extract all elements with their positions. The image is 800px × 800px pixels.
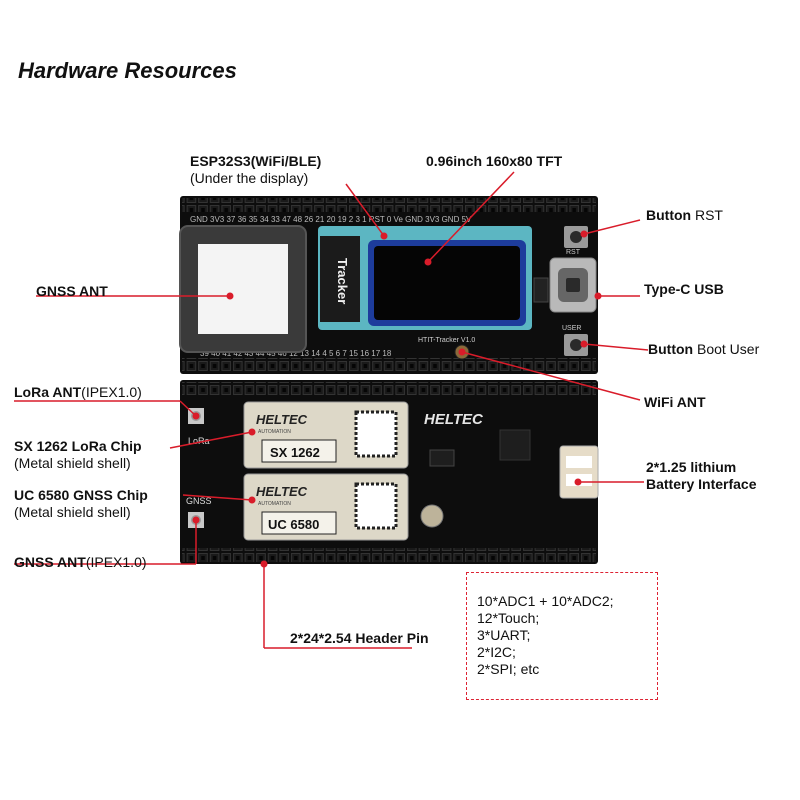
upper-pin-row-top	[182, 198, 596, 212]
battery-connector	[559, 445, 599, 499]
buzzer-pad	[420, 504, 444, 528]
svg-text:HELTEC: HELTEC	[256, 484, 308, 499]
tft-label: 0.96inch 160x80 TFT	[426, 153, 563, 169]
spec-item: 2*I2C;	[477, 644, 516, 660]
board-heltec-logo: HELTEC	[424, 411, 484, 428]
tracker-print: Tracker	[335, 258, 350, 304]
leader-lines	[14, 171, 649, 649]
uc6580-label: UC 6580 GNSS Chip (Metal shield shell)	[14, 487, 148, 520]
gnss-ipex-label: GNSS ANT(IPEX1.0)	[14, 554, 147, 570]
battery-label: 2*1.25 lithium Battery Interface	[646, 459, 757, 492]
button-rst-label: Button RST	[646, 207, 723, 223]
svg-text:HELTEC: HELTEC	[256, 412, 308, 427]
sx1262-print: SX 1262	[270, 445, 320, 460]
svg-text:AUTOMATION: AUTOMATION	[258, 501, 291, 507]
wifi-ant-label: WiFi ANT	[644, 394, 706, 410]
svg-text:AUTOMATION: AUTOMATION	[258, 429, 291, 435]
uc6580-print: UC 6580	[268, 517, 319, 532]
svg-text:USER: USER	[562, 325, 581, 332]
leader-markers	[192, 230, 602, 568]
svg-text:GNSS: GNSS	[186, 496, 212, 506]
upper-pin-row-bottom	[182, 358, 596, 372]
pin-labels-mid: 39 40 41 42 43 44 45 46 12 13 14 4 5 6 7…	[200, 349, 392, 358]
lora-ant-label: LoRa ANT(IPEX1.0)	[14, 384, 142, 400]
header-pin-label: 2*24*2.54 Header Pin	[290, 630, 429, 646]
svg-text:RST: RST	[566, 249, 581, 256]
page-title: Hardware Resources	[18, 58, 237, 83]
uc6580-qr	[354, 482, 398, 530]
spec-item: 10*ADC1 + 10*ADC2;	[477, 593, 614, 609]
lower-pin-row-bottom	[182, 548, 596, 562]
spec-item: 12*Touch;	[477, 610, 540, 626]
sx1262-label: SX 1262 LoRa Chip (Metal shield shell)	[14, 438, 142, 471]
svg-text:LoRa: LoRa	[188, 436, 210, 446]
pin-labels-top: GND 3V3 37 36 35 34 33 47 48 26 21 20 19…	[190, 215, 472, 224]
version-print: HTIT-Tracker V1.0	[418, 337, 475, 344]
button-boot-label: Button Boot User	[648, 341, 760, 357]
spec-box: 10*ADC1 + 10*ADC2; 12*Touch; 3*UART; 2*I…	[466, 572, 658, 700]
sx1262-qr	[354, 410, 398, 458]
lower-pin-row-top	[182, 382, 596, 396]
spec-item: 2*SPI; etc	[477, 661, 540, 677]
gnss-ant-label: GNSS ANT	[36, 283, 108, 299]
esp32-label: ESP32S3(WiFi/BLE) (Under the display)	[190, 153, 322, 186]
type-c-label: Type-C USB	[644, 281, 724, 297]
spec-item: 3*UART;	[477, 627, 531, 643]
